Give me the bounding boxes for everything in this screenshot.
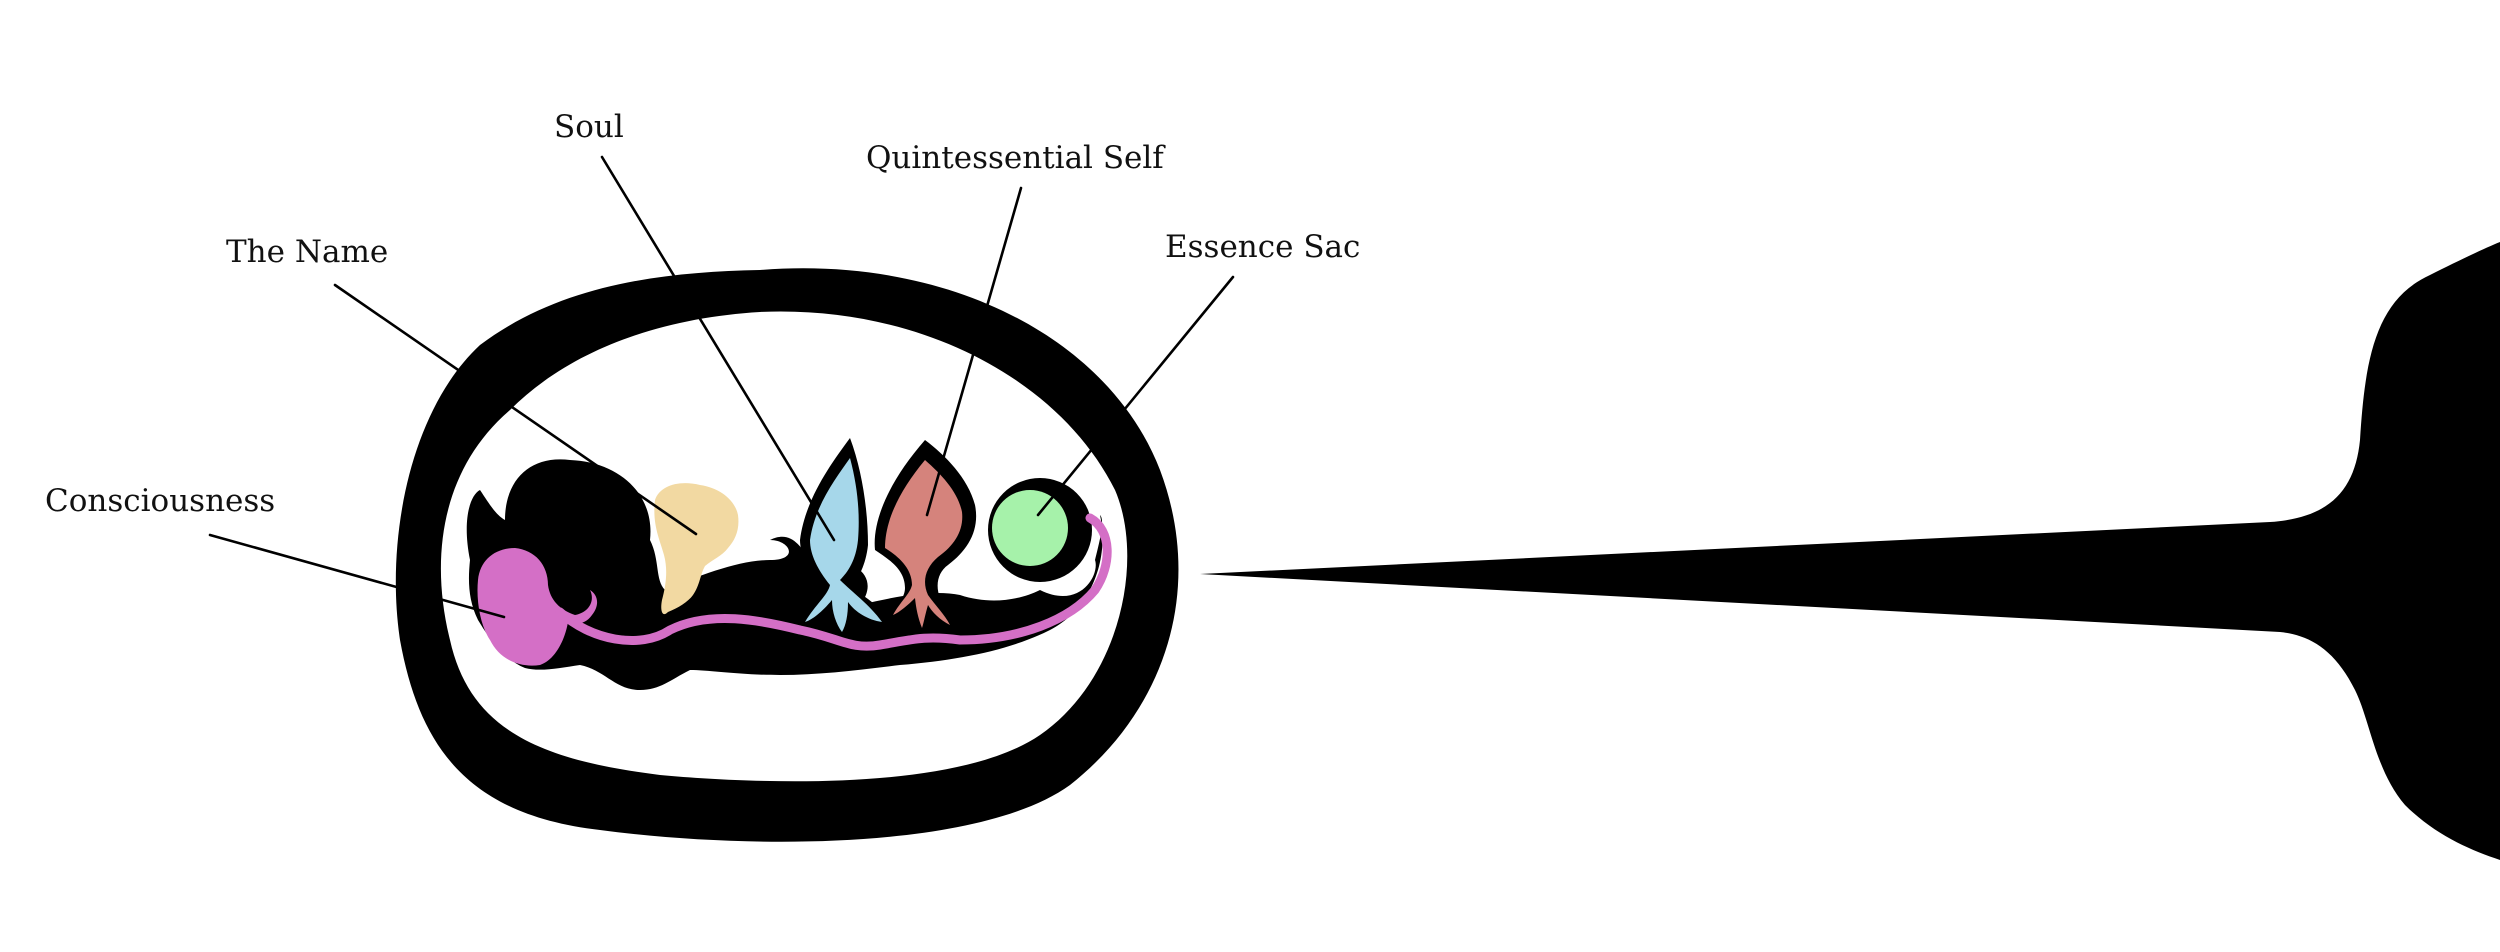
label-essence-sac: Essence Sac (1165, 229, 1360, 265)
consciousness-organ (477, 548, 598, 666)
label-quintessential-self: Quintessential Self (866, 140, 1166, 176)
essence-sac-organ (992, 490, 1068, 566)
label-the-name: The Name (226, 234, 388, 270)
label-consciousness: Consciousness (45, 483, 275, 519)
quintessential-self-organ (885, 460, 963, 628)
stalk (1200, 242, 2500, 860)
leader-the-name (333, 283, 698, 536)
the-name-organ (654, 483, 739, 615)
inner-mass (466, 459, 1103, 690)
connecting-vein (555, 513, 1112, 651)
soul-organ (805, 458, 882, 632)
leader-quintessential-self (925, 186, 1023, 517)
leader-consciousness (208, 533, 506, 619)
leader-soul (600, 155, 836, 542)
outer-shell (395, 268, 1179, 842)
leader-essence-sac (1036, 275, 1235, 517)
label-soul: Soul (554, 109, 624, 145)
